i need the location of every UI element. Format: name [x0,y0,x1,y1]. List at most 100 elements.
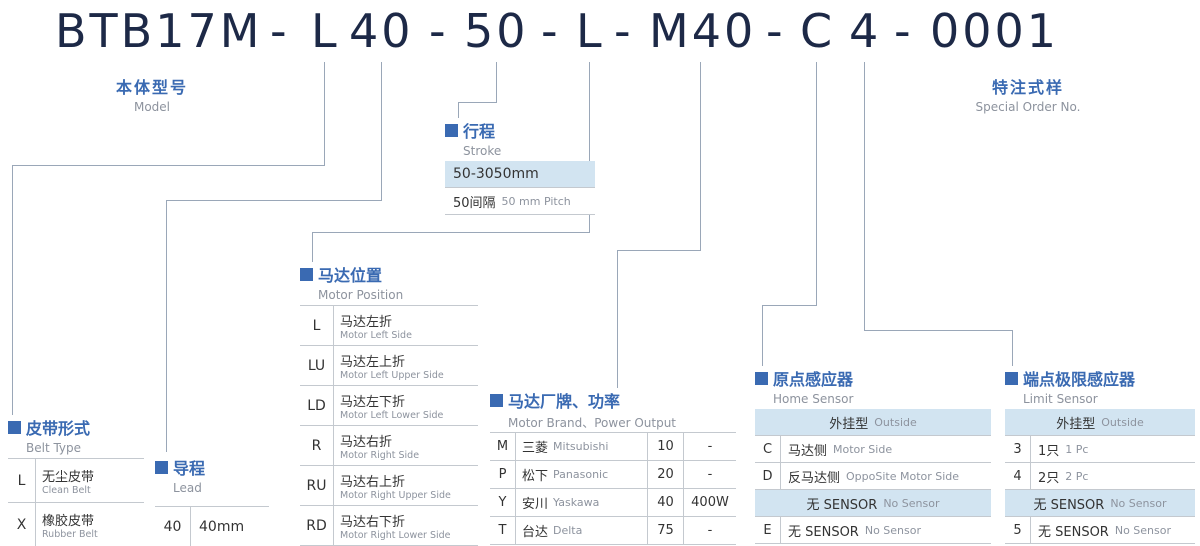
desc-zh: 反马达侧 [788,470,841,486]
stroke-label: 行程 Stroke [445,118,501,158]
desc-cell: 马达侧 Motor Side [781,436,991,462]
home-sensor-label-en: Home Sensor [773,392,854,406]
table-row: 50-3050mm [445,161,595,188]
desc-zh: 1只 [1038,443,1060,459]
table-row: Y 安川 Yaskawa 40 400W [490,489,736,517]
motor-brand-label-zh: 马达厂牌、功率 [508,392,621,411]
power-code-cell: 40 [648,489,684,516]
desc-zh: 无 SENSOR [788,524,859,540]
connector-line [617,250,618,388]
desc-zh: 马达右折 [340,434,393,450]
table-row: RD 马达右下折 Motor Right Lower Side [300,506,478,546]
stroke-pitch-en: 50 mm Pitch [501,194,571,208]
desc-cell: 无 SENSOR No Sensor [1031,517,1195,543]
limit-sensor-label-zh: 端点极限感应器 [1023,370,1136,389]
connector-line [864,330,1013,331]
desc-cell: 无 SENSOR No Sensor [781,517,991,543]
connector-line [381,62,382,200]
code-separator: - [541,4,561,58]
special-order-label-en: Special Order No. [975,100,1081,114]
code-separator: - [766,4,786,58]
table-row: 5 无 SENSOR No Sensor [1005,517,1195,544]
code-separator: - [429,4,449,58]
desc-en: Motor Left Lower Side [340,409,444,421]
motor-position-table: L 马达左折 Motor Left Side LU 马达左上折 Motor Le… [300,305,478,546]
stroke-label-zh: 行程 [463,122,496,141]
table-row: D 反马达侧 OppoSite Motor Side [755,463,991,490]
group-en: No Sensor [883,496,940,510]
desc-en: 2 Pc [1065,469,1089,483]
belt-type-label: 皮带形式 Belt Type [8,415,90,455]
home-sensor-label: 原点感应器 Home Sensor [755,366,853,406]
code-cell: E [755,517,781,543]
desc-en: No Sensor [864,523,922,537]
power-cell: - [707,439,713,454]
connector-line [312,232,313,262]
connector-line [700,62,701,250]
code-cell: X [8,503,36,546]
desc-zh: 马达右下折 [340,514,406,530]
desc-zh: 马达左折 [340,314,393,330]
bullet-square-icon [445,123,458,137]
power-code-cell: 10 [648,433,684,460]
desc-zh: 马达左上折 [340,354,406,370]
power-code-cell: 20 [648,461,684,488]
model-label: 本体型号 Model [90,74,214,114]
code-cell: RD [300,506,334,545]
code-cell: D [755,463,781,489]
desc-cell: 马达右下折 Motor Right Lower Side [334,506,478,545]
limit-sensor-label: 端点极限感应器 Limit Sensor [1005,366,1135,406]
code-cell: R [300,426,334,465]
desc-en: OppoSite Motor Side [846,469,960,483]
bullet-square-icon [1005,371,1018,385]
code-cell: 3 [1005,436,1031,462]
table-row: E 无 SENSOR No Sensor [755,517,991,544]
stroke-pitch-zh: 50间隔 [453,195,496,211]
table-row: X 橡胶皮带 Rubber Belt [8,503,144,546]
desc-en: Motor Left Upper Side [340,369,444,381]
table-row: LD 马达左下折 Motor Left Lower Side [300,386,478,426]
table-row: 3 1只 1 Pc [1005,436,1195,463]
brand-en: Panasonic [553,468,609,481]
special-order-label-zh: 特注式样 [991,78,1064,97]
connector-line [589,62,590,232]
desc-cell: 马达左上折 Motor Left Upper Side [334,346,478,385]
connector-line [312,232,590,233]
group-zh: 无 SENSOR [1033,497,1105,513]
desc-en: Motor Right Lower Side [340,529,451,541]
belt-type-label-zh: 皮带形式 [26,419,91,438]
desc-zh: 无尘皮带 [42,469,95,485]
desc-zh: 马达侧 [788,443,828,459]
group-zh: 外挂型 [829,416,869,432]
connector-line [12,165,13,415]
desc-en: Motor Right Upper Side [340,489,451,501]
group-zh: 外挂型 [1056,416,1096,432]
table-row: T 台达 Delta 75 - [490,517,736,545]
table-row: C 马达侧 Motor Side [755,436,991,463]
table-row: M 三菱 Mitsubishi 10 - [490,433,736,461]
code-segment-lead: 40 [349,4,414,58]
table-row: L 无尘皮带 Clean Belt [8,459,144,503]
connector-line [617,250,701,251]
connector-line [1012,330,1013,366]
brand-zh: 台达 [522,525,549,540]
value-cell: 40mm [199,518,245,535]
model-label-zh: 本体型号 [115,78,188,97]
connector-line [816,62,817,305]
group-header-row: 外挂型 Outside [755,409,991,436]
code-cell: LD [300,386,334,425]
desc-zh: 马达左下折 [340,394,406,410]
brand-cell: 安川 Yaskawa [516,489,648,516]
group-en: Outside [1101,415,1144,429]
code-cell: L [300,306,334,345]
code-cell: L [8,459,36,502]
stroke-table: 50-3050mm 50间隔 50 mm Pitch [445,161,595,215]
desc-en: Motor Left Side [340,329,412,341]
table-row: 50间隔 50 mm Pitch [445,188,595,215]
group-en: No Sensor [1110,496,1167,510]
desc-zh: 无 SENSOR [1038,524,1109,540]
code-segment-motor-position: L [576,4,605,58]
desc-en: Clean Belt [42,484,91,496]
code-separator: - [270,4,290,58]
